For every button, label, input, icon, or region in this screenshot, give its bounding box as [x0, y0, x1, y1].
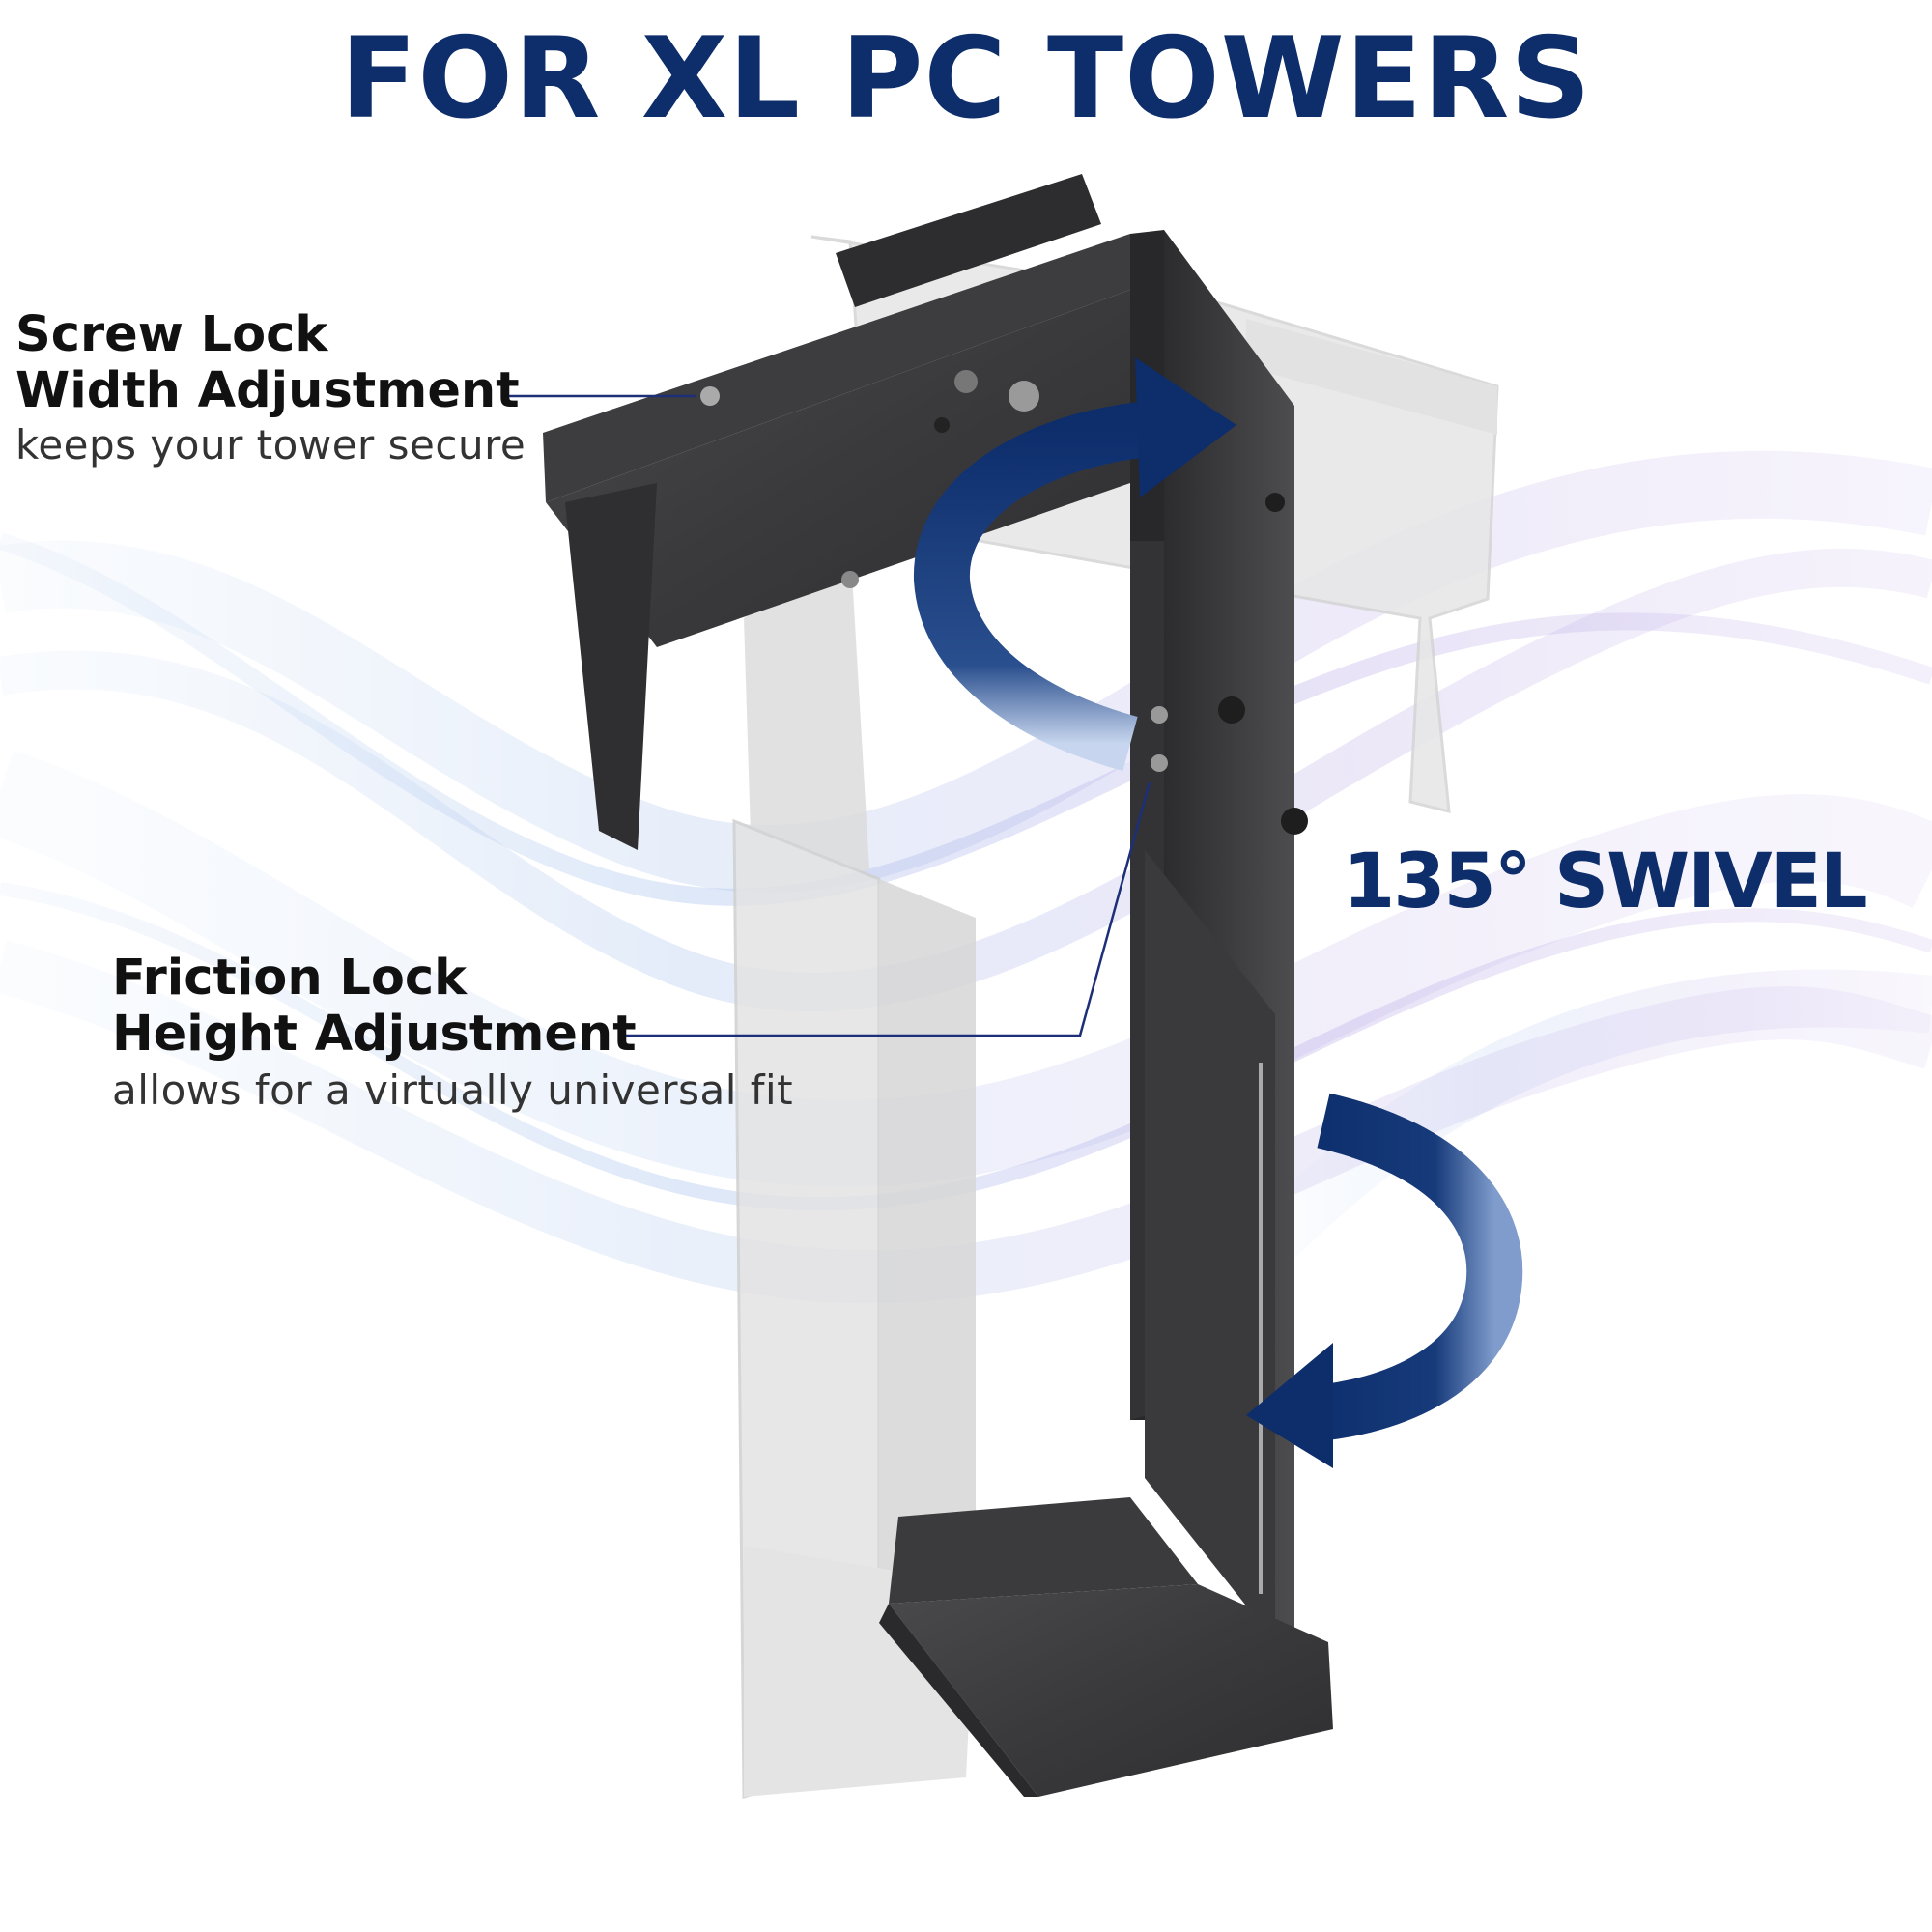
width-callout-title: Screw Lock Width Adjustment — [15, 307, 520, 419]
height-callout-line2: Height Adjustment — [112, 1006, 637, 1063]
height-callout-line1: Friction Lock — [112, 950, 468, 1007]
leader-lines — [507, 394, 1151, 1037]
height-callout-title: Friction Lock Height Adjustment — [112, 951, 637, 1063]
width-callout-subtitle: keeps your tower secure — [15, 421, 526, 469]
height-leader-line — [626, 781, 1151, 1037]
background-waves — [0, 450, 1932, 1304]
height-callout-subtitle: allows for a virtually universal fit — [112, 1066, 794, 1114]
width-callout-line2: Width Adjustment — [15, 362, 520, 419]
page-title: FOR XL PC TOWERS — [340, 14, 1592, 144]
swivel-arrow-bottom-icon — [1246, 1093, 1523, 1468]
swivel-arrow-top-icon — [914, 357, 1236, 771]
width-callout-line1: Screw Lock — [15, 306, 328, 363]
mount-bracket — [543, 174, 1333, 1797]
swivel-label: 135° SWIVEL — [1343, 838, 1868, 925]
ghost-mount — [732, 235, 1499, 1799]
